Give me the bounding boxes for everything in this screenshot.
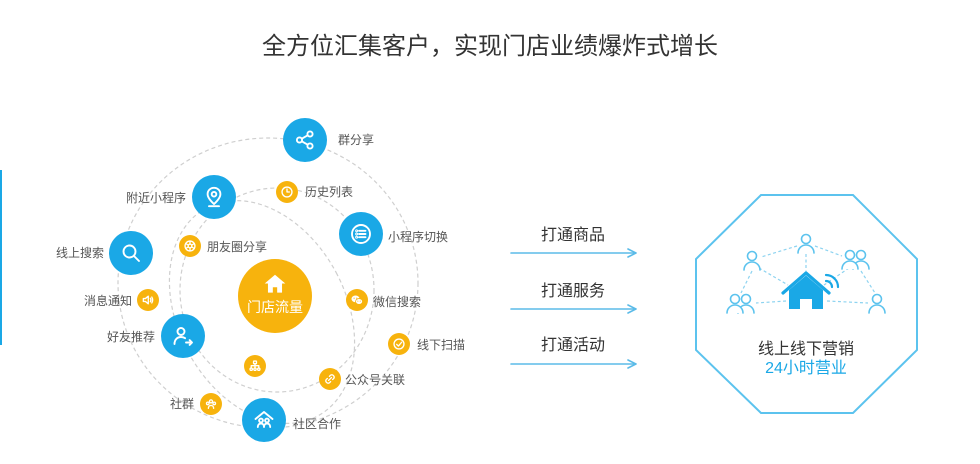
list-icon	[351, 224, 371, 244]
speaker-icon	[142, 295, 154, 305]
orbit-inner	[179, 187, 375, 393]
node-label-community-cooperation: 社区合作	[293, 417, 342, 431]
node-community-group	[200, 393, 222, 415]
scan-icon	[393, 338, 405, 350]
node-wechat-search	[346, 289, 368, 311]
node-label-offline-scan: 线下扫描	[417, 338, 466, 352]
arrow-products	[510, 248, 637, 258]
node-message-notification	[137, 289, 159, 311]
arrow-services	[510, 304, 637, 314]
share-icon	[295, 130, 314, 150]
node-mini-program-switch	[339, 212, 383, 256]
aperture-icon	[184, 240, 196, 252]
result-title: 线上线下营销	[757, 341, 855, 358]
node-nearby-mini-program	[192, 175, 236, 219]
group-icon	[205, 399, 217, 410]
person-icon	[726, 293, 744, 314]
hierarchy-icon	[249, 360, 261, 372]
network-links	[740, 245, 876, 304]
hub-store-traffic: 门店流量	[238, 259, 312, 333]
left-accent-bar	[0, 170, 2, 345]
search-icon	[122, 244, 140, 262]
connector-arrows	[510, 248, 637, 369]
link-icon	[325, 374, 335, 384]
node-label-community-group: 社群	[169, 397, 194, 411]
connection-label-services: 打通服务	[540, 283, 606, 300]
node-label-mini-program-switch: 小程序切换	[388, 230, 449, 244]
node-label-official-account-link: 公众号关联	[345, 373, 406, 387]
node-hierarchy	[244, 355, 266, 377]
person-icon	[868, 293, 886, 314]
node-community-cooperation	[242, 398, 286, 442]
node-label-online-search: 线上搜索	[55, 246, 104, 260]
node-label-friend-referral: 好友推荐	[106, 330, 155, 344]
connection-label-activities: 打通活动	[540, 337, 606, 354]
node-moments-share	[179, 235, 201, 257]
node-history-list	[276, 181, 298, 203]
node-label-nearby-mini-program: 附近小程序	[125, 191, 186, 205]
network-people	[726, 233, 886, 314]
node-label-group-share: 群分享	[338, 133, 375, 147]
location-pin-icon	[206, 186, 222, 208]
hub-label: 门店流量	[247, 299, 303, 315]
node-label-wechat-search: 微信搜索	[373, 295, 422, 309]
page-title: 全方位汇集客户，实现门店业绩爆炸式增长	[262, 33, 718, 60]
node-official-account-link	[319, 368, 341, 390]
node-label-history-list: 历史列表	[305, 185, 354, 199]
node-group-share	[283, 118, 327, 162]
node-label-moments-share: 朋友圈分享	[207, 240, 268, 254]
result-subtitle: 24小时营业	[765, 360, 847, 377]
result-panel	[695, 194, 918, 414]
person-icon	[743, 250, 761, 271]
node-offline-scan	[388, 333, 410, 355]
user-referral-icon	[173, 327, 193, 346]
wechat-icon	[351, 295, 363, 305]
node-online-search	[109, 231, 153, 275]
store-network-icon	[781, 271, 840, 309]
arrow-activities	[510, 359, 637, 369]
person-icon	[797, 233, 815, 254]
node-friend-referral	[161, 314, 205, 358]
clock-icon	[281, 186, 293, 198]
connection-label-products: 打通商品	[540, 227, 606, 244]
community-icon	[254, 411, 274, 428]
person-icon	[841, 249, 859, 270]
home-icon	[264, 274, 286, 293]
node-label-message-notification: 消息通知	[83, 294, 132, 308]
result-octagon	[695, 194, 918, 414]
